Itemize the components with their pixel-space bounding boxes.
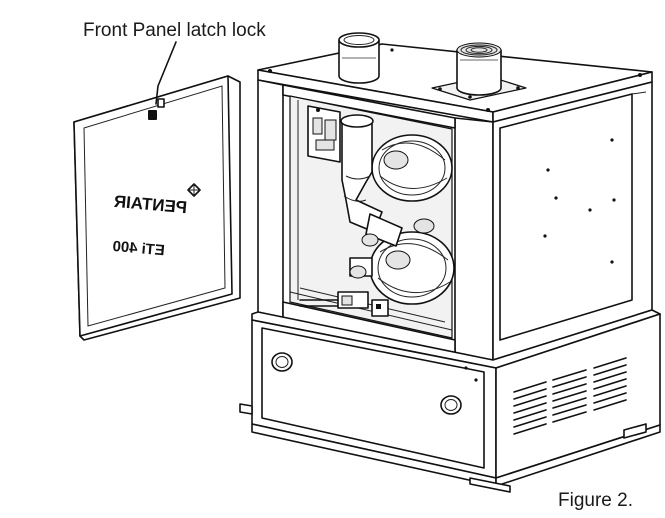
cabinet-base [239, 309, 661, 493]
door-model-text: ETi 400 [112, 238, 166, 259]
latch-lock-callout: Front Panel latch lock [83, 20, 266, 41]
brand-logo-icon [187, 183, 201, 197]
latch-lock-icon [148, 110, 157, 120]
figure-caption: Figure 2. [558, 490, 633, 511]
base-vent-louvers [513, 357, 627, 435]
internal-components [299, 105, 455, 317]
cabinet-front-frame [257, 79, 494, 361]
intake-pipe [338, 32, 380, 84]
exhaust-vent [456, 42, 502, 96]
cabinet-side-panel [492, 81, 653, 361]
front-panel-door: PENTAIR ETi 400 [73, 75, 241, 341]
callout-leader-line [155, 41, 177, 105]
